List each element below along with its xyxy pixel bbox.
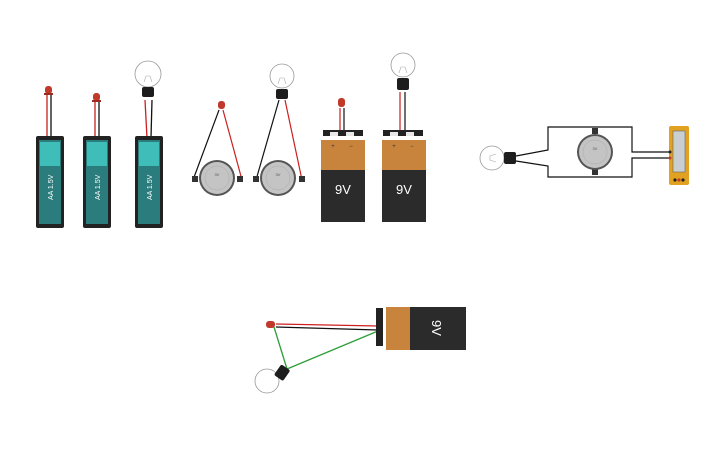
nine-volt-battery[interactable]: 9V bbox=[376, 307, 466, 350]
aa-battery-led-circuit-2[interactable]: AA 1.5V bbox=[83, 93, 111, 228]
aa-battery-holder[interactable]: AA 1.5V bbox=[135, 136, 163, 228]
minus-terminal-label: − bbox=[410, 144, 414, 150]
light-bulb[interactable] bbox=[254, 364, 290, 394]
aa-battery-holder[interactable]: AA 1.5V bbox=[83, 136, 111, 228]
coin-cell-label: 3V bbox=[593, 146, 598, 151]
plus-terminal-label: + bbox=[331, 144, 335, 150]
battery-label: AA 1.5V bbox=[48, 174, 55, 200]
aa-battery-bulb-circuit[interactable]: AA 1.5V bbox=[134, 60, 163, 228]
led[interactable] bbox=[266, 321, 275, 328]
bulb-coin-cell-meter-circuit[interactable]: 3V bbox=[479, 126, 690, 185]
led[interactable] bbox=[218, 101, 225, 109]
coin-cell-battery[interactable]: 3V bbox=[253, 160, 305, 196]
battery-label: 9V bbox=[429, 320, 444, 336]
aa-battery-led-circuit-1[interactable]: AA 1.5V bbox=[36, 86, 64, 228]
battery-label: 9V bbox=[396, 182, 412, 197]
nine-volt-bulb-circuit[interactable]: + − 9V bbox=[382, 52, 426, 222]
nine-volt-battery[interactable]: + − 9V bbox=[321, 130, 365, 222]
led[interactable] bbox=[92, 93, 101, 102]
light-bulb[interactable] bbox=[390, 52, 416, 90]
coin-cell-led-circuit[interactable]: 3V bbox=[192, 101, 243, 196]
light-bulb[interactable] bbox=[269, 63, 295, 99]
coin-cell-label: 3V bbox=[276, 172, 281, 177]
battery-label: AA 1.5V bbox=[95, 174, 102, 200]
light-bulb[interactable] bbox=[134, 60, 162, 97]
battery-label: 9V bbox=[335, 182, 351, 197]
plus-terminal-label: + bbox=[392, 144, 396, 150]
minus-terminal-label: − bbox=[349, 144, 353, 150]
coin-cell-battery[interactable]: 3V bbox=[192, 160, 243, 196]
nine-volt-battery[interactable]: + − 9V bbox=[382, 130, 426, 222]
multimeter[interactable] bbox=[668, 126, 690, 185]
coin-cell-bulb-circuit[interactable]: 3V bbox=[253, 63, 305, 196]
battery-label: AA 1.5V bbox=[147, 174, 154, 200]
nine-volt-led-bulb-circuit[interactable]: 9V bbox=[254, 307, 466, 394]
aa-battery-holder[interactable]: AA 1.5V bbox=[36, 136, 64, 228]
coin-cell-label: 3V bbox=[215, 172, 220, 177]
light-bulb[interactable] bbox=[479, 145, 516, 171]
led[interactable] bbox=[44, 86, 53, 95]
led[interactable] bbox=[338, 98, 345, 107]
coin-cell-battery[interactable]: 3V bbox=[577, 128, 613, 175]
nine-volt-led-circuit[interactable]: + − 9V bbox=[321, 98, 365, 222]
